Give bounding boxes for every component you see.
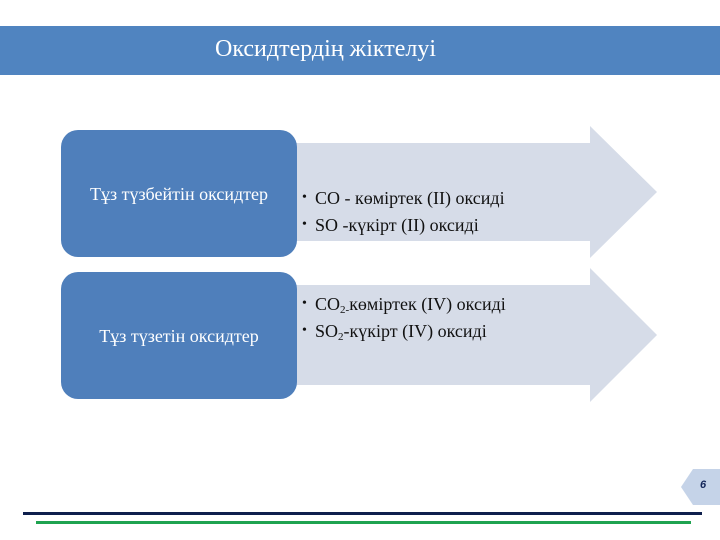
footer-rule-green: [36, 521, 691, 524]
footer-rule-navy: [23, 512, 702, 515]
bullet-icon: •: [302, 296, 307, 311]
oxide-list-non-salt-forming: • CO - көміртек (II) оксиді • SO -күкірт…: [300, 185, 505, 239]
formula: CO: [315, 294, 341, 314]
formula: CO: [315, 188, 341, 208]
separator: -: [340, 188, 356, 208]
slide-title: Оксидтердің жіктелуі: [215, 36, 437, 62]
group-label: Тұз түзбейтін оксидтер: [89, 183, 269, 204]
separator: -: [345, 304, 350, 316]
oxide-name: көміртек (II) оксиді: [355, 188, 505, 208]
bullet-icon: •: [302, 190, 307, 205]
oxide-list-salt-forming: • CO2-көміртек (IV) оксиді • SO2-күкірт …: [300, 291, 506, 345]
title-band: [0, 26, 720, 75]
group-label: Тұз түзетін оксидтер: [99, 325, 259, 346]
separator: -: [338, 215, 349, 235]
bullet-icon: •: [302, 323, 307, 338]
page-number: 6: [700, 479, 707, 491]
formula-subscript: 2: [338, 331, 344, 343]
oxide-name: күкірт (IV) оксиді: [349, 321, 487, 341]
list-item: • CO - көміртек (II) оксиді: [300, 185, 505, 212]
separator: -: [343, 321, 350, 341]
formula: SO: [315, 215, 339, 235]
oxide-name: күкірт (II) оксиді: [348, 215, 479, 235]
formula: SO: [315, 321, 339, 341]
formula-subscript: 2: [340, 304, 346, 316]
page-number-badge: [681, 469, 720, 505]
list-item: • SO -күкірт (II) оксиді: [300, 212, 505, 239]
label-box-non-salt-forming: Тұз түзбейтін оксидтер: [61, 130, 297, 257]
oxide-name: көміртек (IV) оксиді: [349, 294, 506, 314]
list-item: • CO2-көміртек (IV) оксиді: [300, 291, 506, 318]
list-item: • SO2-күкірт (IV) оксиді: [300, 318, 506, 345]
bullet-icon: •: [302, 217, 307, 232]
label-box-salt-forming: Тұз түзетін оксидтер: [61, 272, 297, 399]
